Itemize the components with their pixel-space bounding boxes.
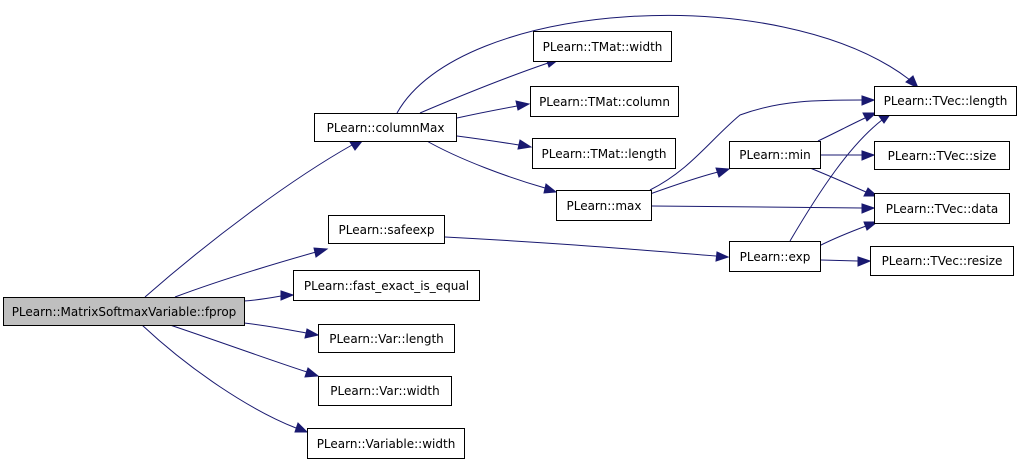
edge-safeexp-to-exp: [444, 236, 717, 257]
node-fast-exact-is-equal[interactable]: PLearn::fast_exact_is_equal: [293, 270, 480, 301]
edge-columnmax-to-tmatcolumn: [456, 105, 518, 119]
edge-root-to-safeexp: [174, 251, 317, 298]
node-max[interactable]: PLearn::max: [556, 190, 652, 221]
node-safeexp[interactable]: PLearn::safeexp: [328, 215, 445, 244]
node-tvec-length[interactable]: PLearn::TVec::length: [874, 86, 1017, 116]
node-tmat-width[interactable]: PLearn::TMat::width: [533, 31, 672, 62]
node-exp[interactable]: PLearn::exp: [729, 241, 821, 272]
arrowhead: [861, 203, 876, 214]
node-tvec-data[interactable]: PLearn::TVec::data: [874, 193, 1010, 224]
arrowhead: [280, 290, 295, 301]
arrowhead: [294, 422, 309, 433]
arrowhead: [543, 183, 558, 194]
edge-min-to-tveclength: [817, 117, 866, 142]
edge-root-to-variablewidth: [141, 324, 297, 429]
node-columnmax[interactable]: PLearn::columnMax: [314, 113, 457, 142]
edge-max-to-tveclength: [649, 99, 863, 191]
edge-columnmax-to-tmatlength: [456, 135, 520, 146]
arrowhead: [861, 150, 876, 161]
edge-root-to-fastexact: [243, 295, 282, 302]
edge-min-to-tvecdata: [809, 167, 867, 193]
arrowhead: [715, 251, 730, 262]
edge-exp-to-tvecdata: [818, 225, 867, 247]
edge-exp-to-tvecresize: [820, 259, 859, 262]
arrowhead: [304, 367, 320, 378]
node-tvec-size[interactable]: PLearn::TVec::size: [874, 141, 1010, 170]
node-tmat-column[interactable]: PLearn::TMat::column: [530, 86, 679, 117]
arrowhead: [515, 100, 531, 111]
arrowhead: [863, 187, 879, 197]
node-root[interactable]: PLearn::MatrixSoftmaxVariable::fprop: [3, 297, 245, 326]
arrowhead: [313, 247, 329, 258]
node-var-length[interactable]: PLearn::Var::length: [318, 324, 455, 353]
node-tmat-length[interactable]: PLearn::TMat::length: [532, 138, 676, 169]
arrowhead: [862, 112, 878, 122]
node-variable-width[interactable]: PLearn::Variable::width: [307, 428, 465, 459]
arrowhead: [863, 221, 879, 231]
edge-max-to-tvecdata: [651, 205, 863, 209]
edge-exp-to-tveclength: [789, 119, 883, 242]
arrowhead: [517, 139, 533, 150]
arrowhead: [861, 95, 876, 106]
edge-columnmax-to-tmatwidth: [419, 62, 549, 114]
arrowhead: [857, 256, 872, 267]
edge-root-to-varlength: [243, 322, 307, 334]
node-tvec-resize[interactable]: PLearn::TVec::resize: [870, 246, 1014, 276]
edge-columnmax-to-max: [424, 139, 546, 189]
arrowhead: [304, 328, 320, 339]
edge-root-to-columnmax: [144, 144, 353, 298]
edge-columnmax-to-tveclength: [396, 14, 911, 114]
arrowhead: [905, 75, 919, 90]
edge-root-to-varwidth: [169, 324, 308, 373]
node-var-width[interactable]: PLearn::Var::width: [318, 376, 452, 406]
node-min[interactable]: PLearn::min: [729, 141, 821, 169]
arrowhead: [715, 167, 731, 178]
edge-max-to-min: [649, 171, 719, 195]
